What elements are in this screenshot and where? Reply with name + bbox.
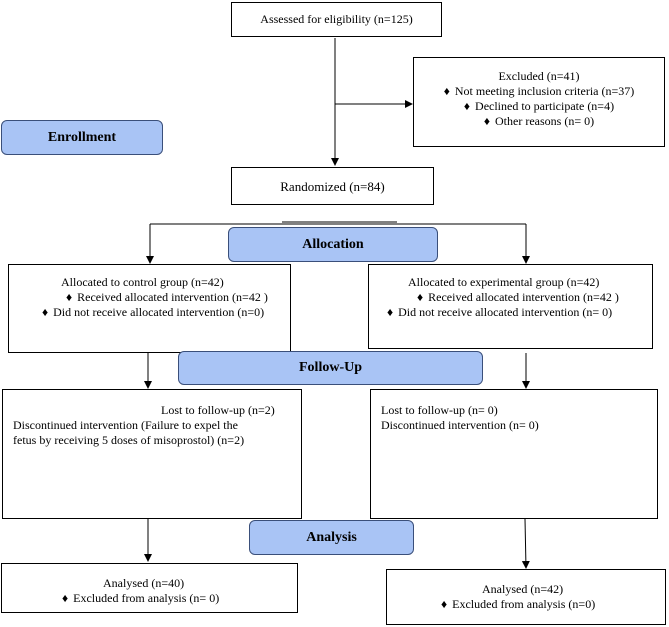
- bullet-icon: ♦: [417, 290, 424, 304]
- randomized-label: Randomized (n=84): [280, 179, 385, 194]
- control-analysis-box: Analysed (n=40) ♦Excluded from analysis …: [1, 563, 298, 613]
- stage-allocation-label: Allocation: [302, 236, 364, 252]
- experimental-excluded-analysis: ♦Excluded from analysis (n=0): [441, 597, 596, 611]
- bullet-icon: ♦: [66, 290, 73, 304]
- bullet-icon: ♦: [62, 591, 69, 605]
- excluded-box: Excluded (n=41) ♦Not meeting inclusion c…: [413, 57, 665, 147]
- bullet-icon: ♦: [387, 305, 394, 319]
- excluded-item: ♦Declined to participate (n=4): [463, 99, 615, 113]
- experimental-received: ♦Received allocated intervention (n=42 ): [417, 290, 619, 304]
- arrow-experimental-analysis: [521, 518, 530, 569]
- experimental-discontinued: Discontinued intervention (n= 0): [381, 418, 539, 432]
- experimental-followup-box: Lost to follow-up (n= 0) Discontinued in…: [370, 389, 658, 519]
- stage-allocation: Allocation: [228, 227, 438, 262]
- excluded-title: Excluded (n=41): [498, 69, 580, 83]
- control-lost: Lost to follow-up (n=2): [161, 403, 275, 417]
- excluded-item: ♦Other reasons (n= 0): [483, 114, 595, 128]
- excluded-item: ♦Not meeting inclusion criteria (n=37): [443, 84, 635, 98]
- stage-analysis: Analysis: [249, 520, 414, 555]
- bullet-icon: ♦: [443, 84, 450, 98]
- bullet-icon: ♦: [42, 305, 49, 319]
- control-not-received: ♦Did not receive allocated intervention …: [42, 305, 265, 319]
- bullet-icon: ♦: [463, 99, 471, 113]
- control-discontinued-line-1: Discontinued intervention (Failure to ex…: [13, 418, 238, 432]
- randomized-box: Randomized (n=84): [231, 167, 434, 205]
- bullet-icon: ♦: [441, 597, 448, 611]
- experimental-analysis-box: Analysed (n=42) ♦Excluded from analysis …: [386, 569, 666, 625]
- stage-analysis-label: Analysis: [306, 529, 357, 545]
- stage-follow-up: Follow-Up: [178, 351, 483, 385]
- experimental-not-received: ♦Did not receive allocated intervention …: [387, 305, 613, 319]
- control-discontinued-line-2: fetus by receiving 5 doses of misoprosto…: [13, 433, 245, 447]
- experimental-lost: Lost to follow-up (n= 0): [381, 403, 498, 417]
- control-received: ♦Received allocated intervention (n=42 ): [66, 290, 268, 304]
- stage-follow-up-label: Follow-Up: [299, 360, 362, 375]
- control-followup-box: Lost to follow-up (n=2) Discontinued int…: [2, 389, 302, 519]
- experimental-allocation-box: Allocated to experimental group (n=42) ♦…: [368, 264, 653, 349]
- experimental-allocated: Allocated to experimental group (n=42): [408, 275, 600, 289]
- bullet-icon: ♦: [483, 114, 491, 128]
- control-excluded-analysis: ♦Excluded from analysis (n= 0): [62, 591, 220, 605]
- stage-enrollment-label: Enrollment: [47, 129, 117, 145]
- control-analysed: Analysed (n=40): [103, 576, 185, 590]
- assessed-box: Assessed for eligibility (n=125): [231, 2, 442, 37]
- control-allocated: Allocated to control group (n=42): [61, 275, 224, 289]
- experimental-analysed: Analysed (n=42): [482, 582, 564, 596]
- assessed-label: Assessed for eligibility (n=125): [260, 12, 413, 26]
- control-allocation-box: Allocated to control group (n=42) ♦Recei…: [8, 264, 291, 353]
- stage-enrollment: Enrollment: [1, 120, 163, 155]
